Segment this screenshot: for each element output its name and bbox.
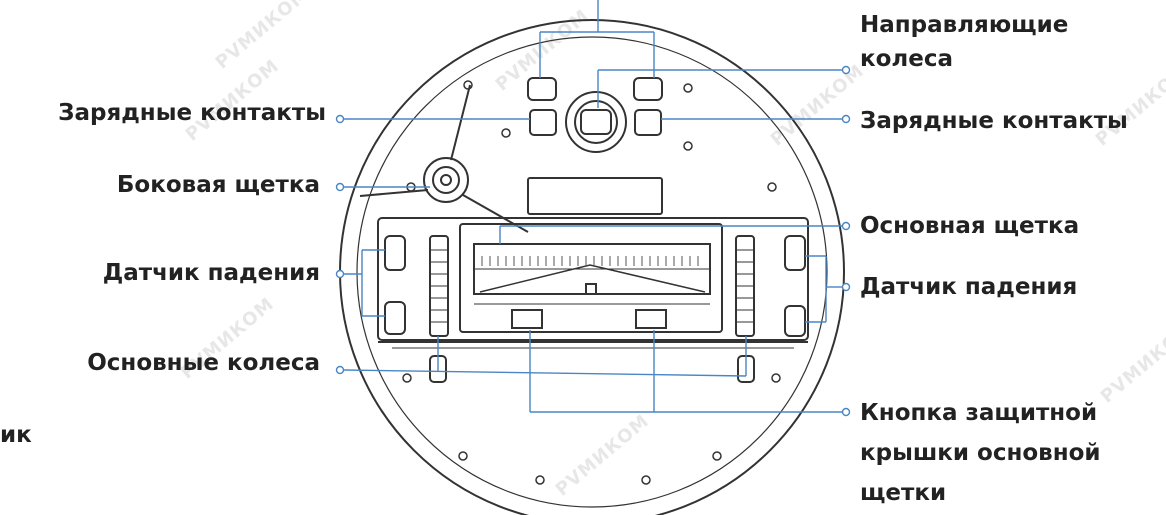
label-side-brush: Боковая щетка <box>116 172 320 198</box>
label-main-wheels: Основные колеса <box>87 350 320 376</box>
label-cliff-sensor-right: Датчик падения <box>860 274 1078 300</box>
screw-holes <box>402 80 781 485</box>
label-cutoff-fragment: ик <box>0 422 32 448</box>
label-charge-contacts-left: Зарядные контакты <box>58 100 326 126</box>
brush-compartment <box>377 217 809 349</box>
label-main-brush: Основная щетка <box>860 213 1080 239</box>
main-wheels <box>429 235 755 383</box>
label-cover-button-line2: крышки основной <box>860 440 1101 466</box>
robot-outline <box>339 19 845 515</box>
cliff-sensors <box>384 235 806 337</box>
label-cliff-sensor-left: Датчик падения <box>102 260 320 286</box>
front-components <box>527 77 663 215</box>
leader-lines <box>335 0 851 417</box>
label-guide-wheels: Направляющие колеса <box>860 12 1069 72</box>
label-cover-button-line1: Кнопка защитной <box>860 400 1098 426</box>
label-cover-button-line3: щетки <box>860 480 947 506</box>
brush-bristles <box>481 256 699 266</box>
label-charge-contacts-right: Зарядные контакты <box>860 108 1128 134</box>
side-brush <box>359 84 529 233</box>
